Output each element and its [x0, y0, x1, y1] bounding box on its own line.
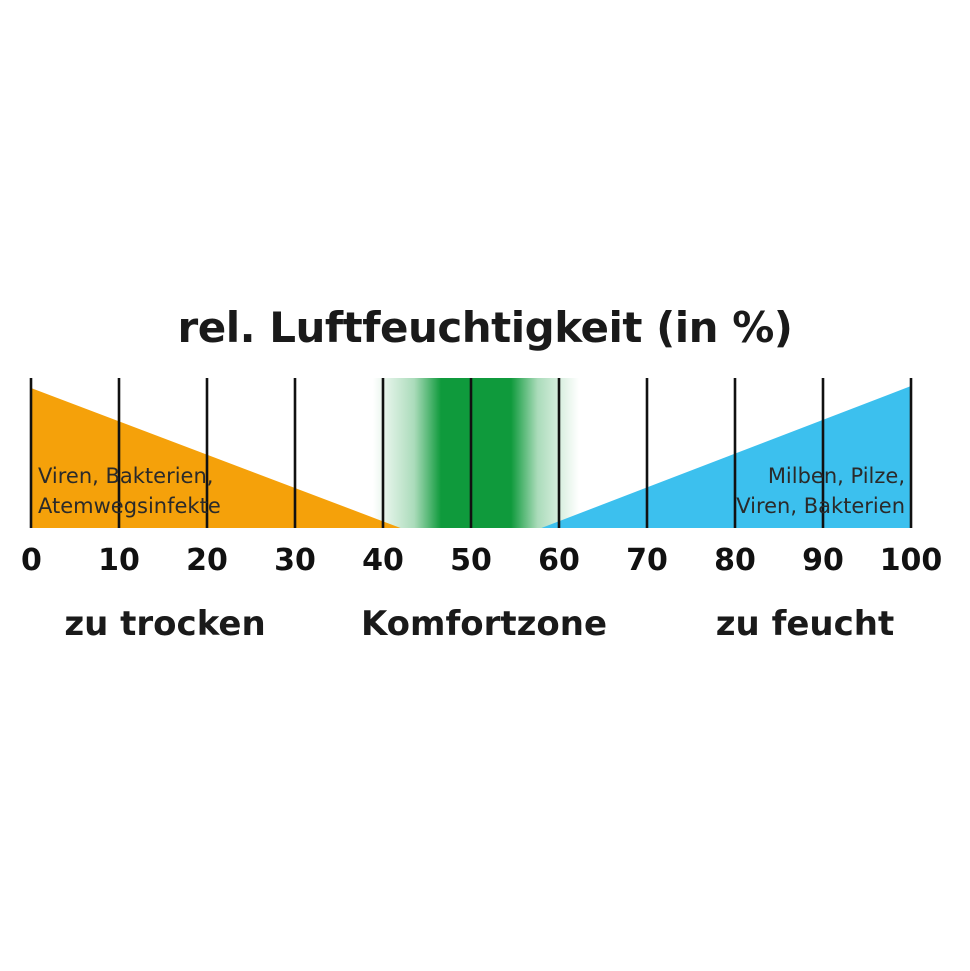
wet-risk-label-line: Viren, Bakterien — [736, 494, 905, 518]
zone-label-comfort: Komfortzone — [360, 604, 608, 644]
tick-label-30: 30 — [274, 543, 316, 578]
tick-label-40: 40 — [362, 543, 404, 578]
chart-title: rel. Luftfeuchtigkeit (in %) — [177, 303, 793, 352]
tick-label-60: 60 — [538, 543, 580, 578]
tick-label-50: 50 — [450, 543, 492, 578]
wet-risk-triangle — [541, 386, 911, 528]
dry-risk-triangle — [31, 388, 401, 528]
comfort-band — [373, 378, 579, 528]
dry-risk-label-line: Viren, Bakterien, — [38, 464, 213, 488]
tick-label-10: 10 — [98, 543, 140, 578]
tick-lines — [29, 378, 913, 528]
scale-texts: 0 10 20 30 40 50 60 70 80 90 100 Viren, Bakterien, A… — [21, 464, 942, 578]
tick-label-0: 0 — [21, 543, 42, 578]
zone-label-wet: zu feucht — [715, 604, 895, 644]
tick-label-90: 90 — [802, 543, 844, 578]
tick-label-20: 20 — [186, 543, 228, 578]
tick-label-80: 80 — [714, 543, 756, 578]
wet-risk-label-line: Milben, Pilze, — [768, 464, 905, 488]
dry-risk-label-line: Atemwegsinfekte — [38, 494, 221, 518]
tick-label-100: 100 — [880, 543, 943, 578]
zone-label-dry: zu trocken — [64, 604, 266, 644]
risk-bands — [31, 378, 911, 528]
tick-label-70: 70 — [626, 543, 668, 578]
